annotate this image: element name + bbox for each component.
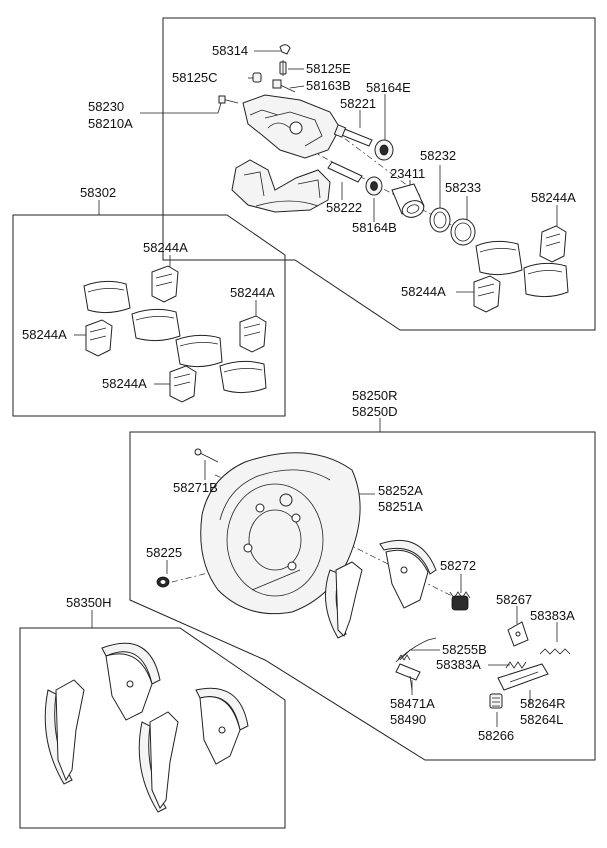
label-58232: 58232 [420,148,456,163]
caliper-body-part [242,94,341,159]
bolt-58163B-part [272,79,296,93]
hold-down-pin-58271B [194,448,219,463]
plug-58225 [156,576,170,588]
shoe-kit-shoes [44,642,249,813]
bolt-small-part [218,95,239,104]
boot-58164E-part [374,139,394,161]
label-58264R: 58264R [520,696,566,711]
guide-pin-58221-part [333,124,373,147]
shoe-front [325,561,363,639]
label-58222: 58222 [326,200,362,215]
label-58244A-3: 58244A [143,240,188,255]
label-58250D: 58250D [352,404,398,419]
label-58266: 58266 [478,728,514,743]
label-58250R: 58250R [352,388,398,403]
pad-right-a [475,240,523,276]
label-58350H: 58350H [66,595,112,610]
part-labels: 58314 58125E 58125C 58163B 58164E 58221 … [22,43,576,743]
label-58255B: 58255B [442,642,487,657]
pad-set-clips [85,265,267,403]
label-58272: 58272 [440,558,476,573]
piston-23411-part [391,183,425,218]
label-58264L: 58264L [520,712,563,727]
cap-58125C-part [252,72,262,83]
spring-58266 [489,693,503,709]
label-58490: 58490 [390,712,426,727]
label-58233: 58233 [445,180,481,195]
strut-58264R [497,663,549,691]
bleeder-58125E-part [279,60,287,76]
label-58383A-2: 58383A [436,657,481,672]
label-58383A-1: 58383A [530,608,575,623]
spring-58383A-top [539,648,571,655]
label-58314: 58314 [212,43,248,58]
clip-right-bottom [473,275,501,313]
spring-58272 [449,591,471,611]
label-58244A-5: 58244A [22,327,67,342]
guide-pin-58222-part [327,161,363,183]
spring-58255B [395,637,437,663]
label-58244A-2: 58244A [401,284,446,299]
clip-58314-part [279,44,291,55]
label-58251A: 58251A [378,499,423,514]
label-58163B: 58163B [306,78,351,93]
backing-plate-58252A [200,452,361,615]
label-58252A: 58252A [378,483,423,498]
label-58230: 58230 [88,99,124,114]
parking-brake-frame [129,431,596,761]
pad-set-pads [83,280,267,394]
label-58125C: 58125C [172,70,218,85]
boot-58233-part [450,218,476,246]
shoe-kit-frame [19,627,286,829]
lever-58267 [507,621,529,647]
label-58271B: 58271B [173,480,218,495]
label-58244A-6: 58244A [102,376,147,391]
label-58225: 58225 [146,545,182,560]
seal-58232-part [429,207,451,233]
label-58244A-4: 58244A [230,285,275,300]
pad-right-b [523,262,569,298]
label-58164B: 58164B [352,220,397,235]
label-58244A-1: 58244A [531,190,576,205]
spring-58383A-mid [505,661,527,669]
shoe-rear [379,539,437,609]
caliper-group-frame [162,17,596,331]
adjuster-58471A [395,663,421,691]
label-58267: 58267 [496,592,532,607]
label-58471A: 58471A [390,696,435,711]
label-58164E: 58164E [366,80,411,95]
clip-right-top [539,225,567,263]
label-58221: 58221 [340,96,376,111]
pad-set-frame [12,214,286,417]
label-58210A: 58210A [88,116,133,131]
carrier-bracket-part [231,159,331,213]
boot-58164B-part [365,176,383,196]
label-58302: 58302 [80,185,116,200]
label-58125E: 58125E [306,61,351,76]
label-23411: 23411 [390,166,425,181]
